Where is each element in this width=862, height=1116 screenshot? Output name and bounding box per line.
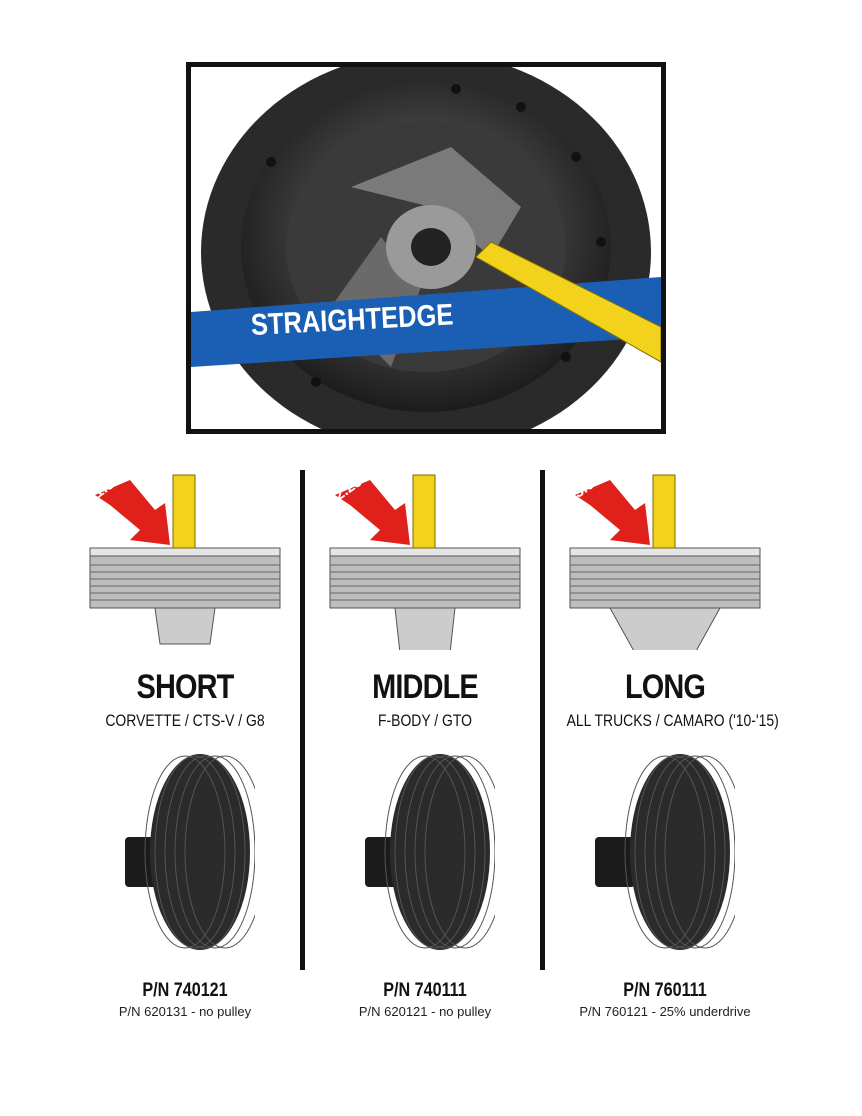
vehicle-fitment: ALL TRUCKS / CAMARO ('10-'15): [566, 711, 779, 730]
hub-snout: [154, 607, 216, 645]
length-title: LONG: [624, 668, 706, 706]
length-title: SHORT: [136, 668, 235, 706]
length-title: MIDDLE: [372, 668, 479, 706]
red-arrow-icon: [575, 480, 650, 545]
straightedge-measurement-illustration: STRAIGHTEDGE: [186, 62, 666, 434]
part-number: P/N 760111: [623, 980, 707, 1001]
balancer-product-photo: [595, 754, 735, 950]
alternate-part-number: P/N 620131 - no pulley: [118, 1004, 252, 1019]
red-arrow-icon: [95, 480, 170, 545]
tape-measure-icon: [475, 241, 661, 363]
part-number: P/N 740121: [142, 980, 228, 1001]
vehicle-fitment: CORVETTE / CTS-V / G8: [105, 711, 265, 730]
vehicle-fitment: F-BODY / GTO: [378, 711, 472, 730]
tape-measure-icon: [172, 474, 196, 549]
balancer-product-photo: [125, 754, 255, 950]
part-number: P/N 740111: [383, 980, 467, 1001]
alternate-part-number: P/N 620121 - no pulley: [358, 1004, 492, 1019]
column-divider: [300, 470, 305, 970]
balancer-product-photo: [365, 754, 495, 950]
hub-snout: [609, 607, 721, 650]
tape-measure-icon: [652, 474, 676, 549]
tape-measure-icon: [412, 474, 436, 549]
straightedge-bar: [191, 277, 661, 367]
pulley-side-profile: [329, 474, 521, 650]
alternate-part-number: P/N 760121 - 25% underdrive: [579, 1004, 751, 1019]
hub-snout: [394, 607, 456, 650]
pulley-side-profile: [569, 474, 761, 650]
column-divider: [540, 470, 545, 970]
red-arrow-icon: [335, 480, 410, 545]
balancer-front-image: [191, 67, 661, 429]
pulley-side-profile: [89, 474, 281, 645]
